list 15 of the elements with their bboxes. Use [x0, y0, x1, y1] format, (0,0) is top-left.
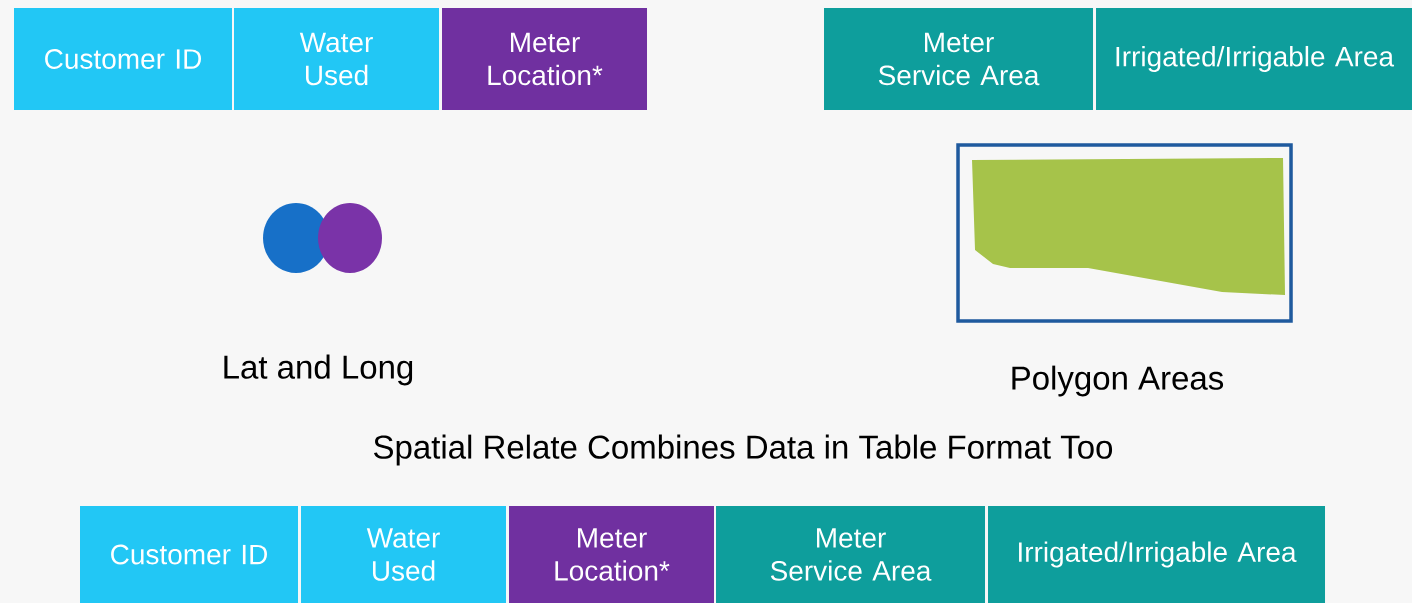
caption-text: Lat and Long	[224, 354, 413, 386]
node-label: Customer ID	[45, 49, 201, 69]
table-header-cell: Water Used	[301, 506, 506, 603]
caption-text: Polygon Areas	[1012, 365, 1224, 397]
table-header-cell: Meter Service Area	[716, 506, 985, 603]
table-header-cell: Meter Service Area	[824, 8, 1093, 110]
table-header-cell: Meter Location*	[442, 8, 647, 110]
table-header-cell: Irrigated/Irrigable Area	[988, 506, 1325, 603]
caption-text: Spatial Relate Combines Data in Table Format Too	[374, 434, 1113, 466]
table-header-cell: Meter Location*	[509, 506, 714, 603]
table-header-cell: Irrigated/Irrigable Area	[1096, 8, 1412, 110]
table-header-cell: Customer ID	[80, 506, 298, 603]
table-header-cell: Water Used	[234, 8, 439, 110]
node-label: Water Used	[299, 32, 373, 86]
table-header-cell: Customer ID	[14, 8, 232, 110]
